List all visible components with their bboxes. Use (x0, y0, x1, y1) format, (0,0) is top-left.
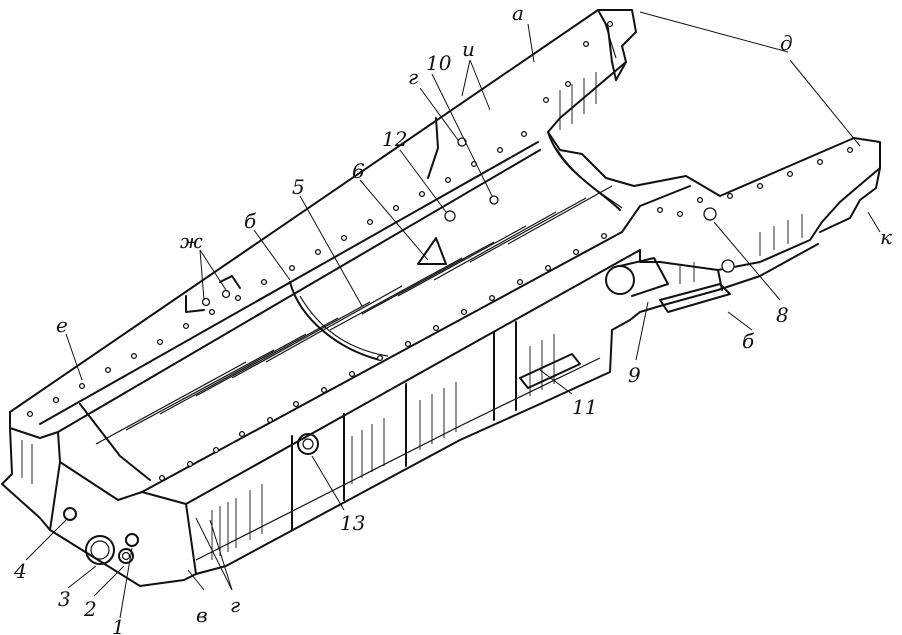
label-10: 10 (426, 51, 452, 75)
labels: а д и 10 г 12 6 5 б ж е к 8 б 9 11 13 г … (13, 1, 892, 635)
label-5: 5 (292, 175, 305, 199)
label-a: а (512, 1, 524, 25)
leader-lines (25, 11, 881, 619)
label-12: 12 (382, 127, 407, 151)
label-4: 4 (13, 559, 27, 583)
front-end-details (63, 433, 319, 565)
label-9: 9 (628, 363, 641, 387)
floor-slats (95, 185, 613, 445)
label-v: в (196, 603, 208, 627)
label-1: 1 (112, 615, 125, 635)
label-i: и (462, 37, 475, 61)
label-2: 2 (83, 597, 97, 621)
shading (21, 72, 803, 560)
label-6-top: 6 (352, 159, 365, 183)
label-k: к (880, 225, 892, 249)
label-8: 8 (776, 303, 789, 327)
label-11: 11 (572, 395, 597, 419)
frame-body (1, 9, 881, 587)
label-b-right: б (742, 329, 755, 353)
label-e: е (56, 313, 68, 337)
label-d: д (780, 31, 793, 55)
label-g-bottom: г (230, 593, 240, 617)
label-13: 13 (340, 511, 365, 535)
label-b-top: б (244, 209, 257, 233)
label-g-top: г (408, 65, 418, 89)
bolt-holes (26, 20, 854, 482)
label-3: 3 (58, 587, 71, 611)
label-zh: ж (180, 229, 203, 253)
